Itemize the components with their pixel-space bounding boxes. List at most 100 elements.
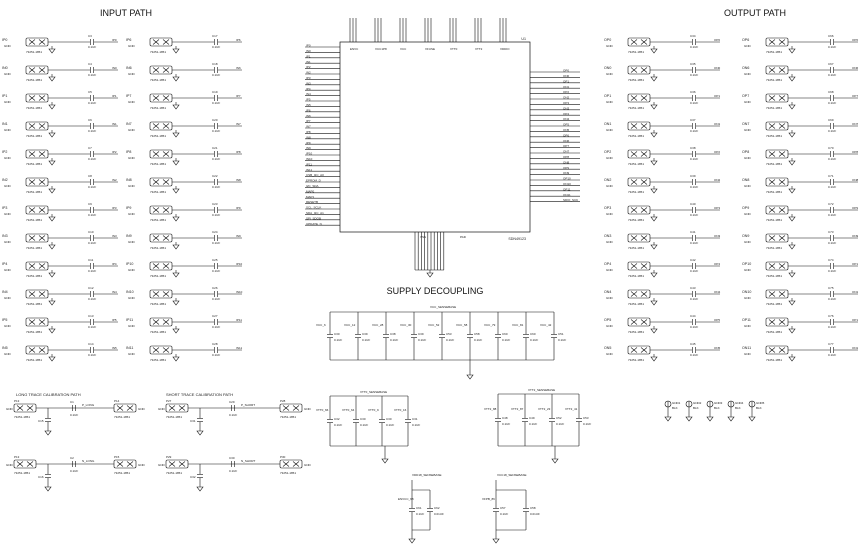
sma-connector[interactable] (149, 345, 173, 355)
cal-right-ref: P15 (114, 455, 120, 459)
sma-connector[interactable] (279, 459, 303, 469)
connector-part: 73251-1851 (628, 78, 644, 82)
sma-connector[interactable] (765, 317, 789, 327)
sma-connector[interactable] (25, 261, 49, 271)
net-label: IP3 (112, 206, 117, 210)
sma-connector[interactable] (165, 403, 189, 413)
connector-part: 73251-1851 (150, 78, 166, 82)
net-label: OP6 (852, 38, 858, 42)
sma-connector[interactable] (25, 289, 49, 299)
coupling-cap (692, 95, 696, 101)
cap-ref: C10 (88, 230, 94, 234)
coupling-cap (830, 291, 834, 297)
gnd-pin-label: GND (304, 407, 312, 411)
sma-connector[interactable] (765, 93, 789, 103)
coupling-cap (830, 39, 834, 45)
ic-left-pin: IP9 (305, 141, 340, 145)
sma-connector[interactable] (149, 93, 173, 103)
sma-connector[interactable] (149, 121, 173, 131)
channel-ref: IN6 (126, 66, 132, 70)
sma-connector[interactable] (25, 121, 49, 131)
sma-connector[interactable] (25, 177, 49, 187)
ic-left-pin: IN5 (305, 103, 340, 107)
ic-pin-net: MAP0 (306, 189, 315, 193)
sma-connector[interactable] (149, 65, 173, 75)
cap-value: 0.1UF (88, 353, 96, 357)
sma-connector[interactable] (627, 345, 651, 355)
sma-connector[interactable] (165, 459, 189, 469)
cap-ref: C26 (212, 286, 218, 290)
sma-connector[interactable] (149, 317, 173, 327)
sma-connector[interactable] (25, 317, 49, 327)
sma-connector[interactable] (113, 459, 137, 469)
sma-connector[interactable] (25, 93, 49, 103)
sma-connector[interactable] (25, 149, 49, 159)
sma-connector[interactable] (113, 403, 137, 413)
sma-connector[interactable] (627, 177, 651, 187)
cap-value: 0.1UF (828, 129, 836, 133)
sma-connector[interactable] (627, 233, 651, 243)
sma-connector[interactable] (765, 233, 789, 243)
sma-connector[interactable] (627, 261, 651, 271)
channel-ref: IN11 (126, 346, 133, 350)
sma-connector[interactable] (765, 261, 789, 271)
sma-connector[interactable] (765, 177, 789, 187)
sma-connector[interactable] (25, 205, 49, 215)
ic-pin-net: IN6 (306, 114, 311, 118)
cap-value: 0.1UF (212, 157, 220, 161)
sma-connector[interactable] (25, 65, 49, 75)
sma-connector[interactable] (25, 37, 49, 47)
sma-connector[interactable] (149, 289, 173, 299)
sma-connector[interactable] (765, 149, 789, 159)
cap-value: 0.1UF (212, 213, 220, 217)
gnd-pin-label: GND (128, 352, 136, 356)
sma-connector[interactable] (25, 345, 49, 355)
sma-connector[interactable] (765, 37, 789, 47)
sma-connector[interactable] (765, 65, 789, 75)
cap-ref: C74 (828, 258, 834, 262)
ground-symbol (650, 158, 658, 166)
sma-connector[interactable] (149, 177, 173, 187)
sma-connector[interactable] (765, 345, 789, 355)
gnd-pin-label: GND (744, 72, 752, 76)
sma-connector[interactable] (149, 205, 173, 215)
sma-connector[interactable] (13, 403, 37, 413)
sma-connector[interactable] (149, 261, 173, 271)
ground-symbol (788, 186, 796, 194)
ic-right-pin: OP1 (530, 79, 580, 83)
sma-connector[interactable] (627, 37, 651, 47)
cap-net: VCC_42 (540, 323, 552, 327)
sma-connector[interactable] (13, 459, 37, 469)
net-label: IP10 (236, 262, 243, 266)
sma-connector[interactable] (765, 289, 789, 299)
sma-connector[interactable] (25, 233, 49, 243)
channel-ref: OP1 (604, 94, 611, 98)
sma-connector[interactable] (149, 149, 173, 159)
sma-connector[interactable] (627, 289, 651, 299)
sma-connector[interactable] (149, 37, 173, 47)
sma-connector[interactable] (279, 403, 303, 413)
ic-right-pin: ON3 (530, 106, 580, 110)
sma-connector[interactable] (627, 93, 651, 103)
coupling-cap (830, 347, 834, 353)
cap-value: 0.1UF (212, 129, 220, 133)
sma-connector[interactable] (627, 205, 651, 215)
sma-connector[interactable] (627, 65, 651, 75)
sma-connector[interactable] (149, 233, 173, 243)
sma-connector[interactable] (765, 121, 789, 131)
sma-connector[interactable] (627, 317, 651, 327)
sma-connector[interactable] (765, 205, 789, 215)
sma-connector[interactable] (627, 121, 651, 131)
cap-ref: C41 (690, 230, 696, 234)
ic-left-pin: IP0 (305, 44, 340, 48)
ic-pin-net: ON6 (563, 139, 570, 143)
ground-symbol (44, 428, 52, 436)
sma-connector[interactable] (627, 149, 651, 159)
